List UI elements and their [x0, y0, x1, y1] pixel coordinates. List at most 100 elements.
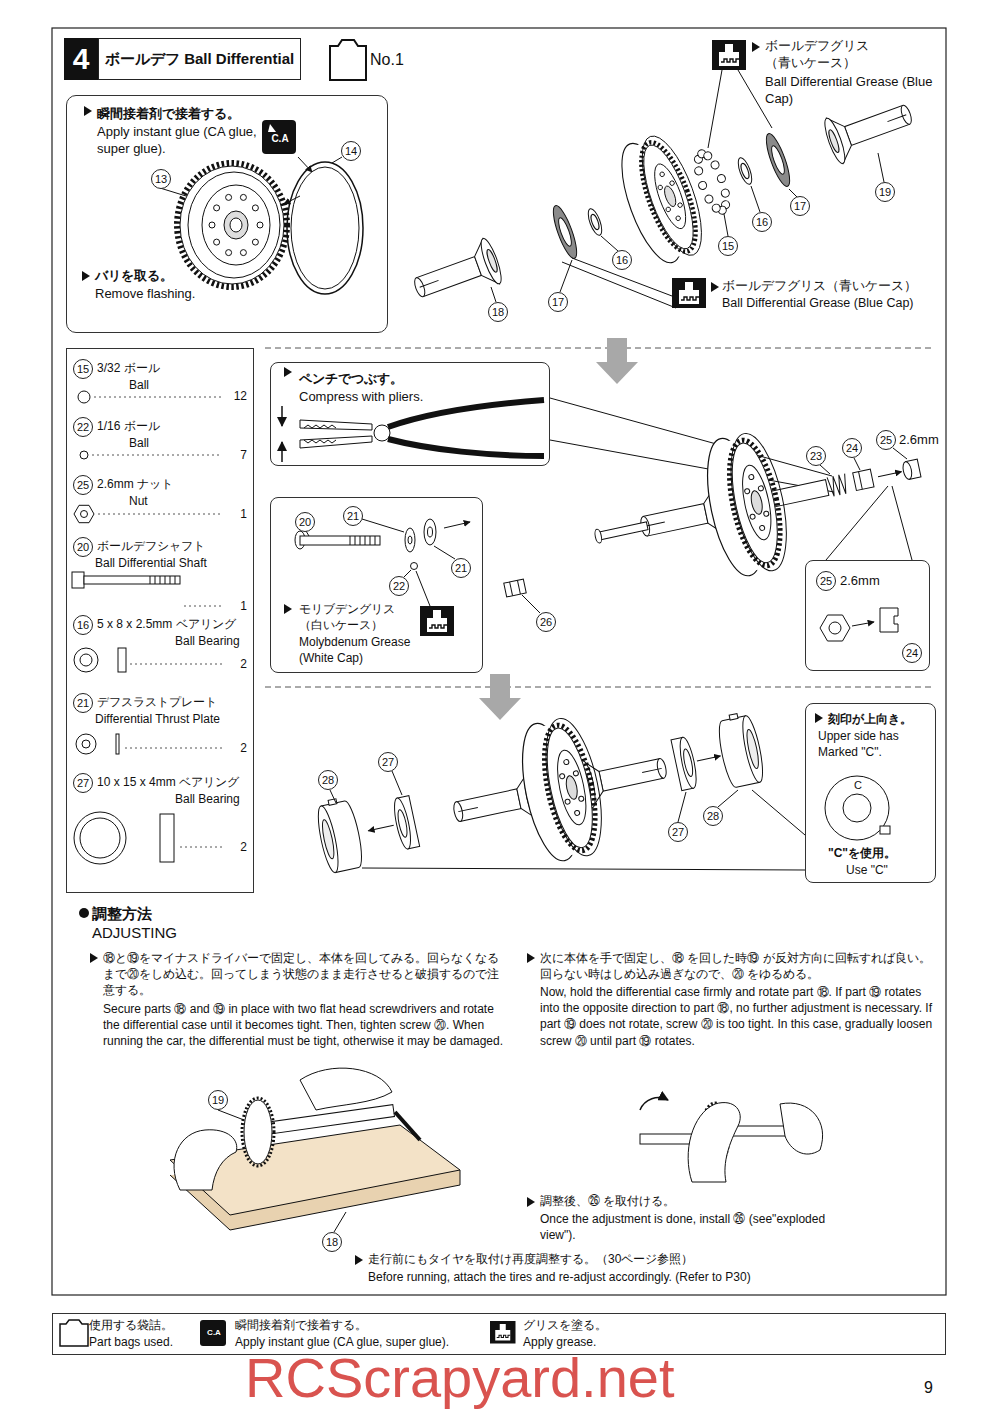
- illustration-part: [815, 713, 823, 723]
- illustration-part: [589, 213, 600, 230]
- illustration-part: [762, 131, 794, 188]
- illustration-part: [200, 1320, 226, 1346]
- illustration-part: [52, 28, 946, 1295]
- illustration-part: [739, 162, 750, 179]
- illustration-part: [892, 486, 912, 560]
- illustration-part: [202, 185, 270, 265]
- illustration-part: [240, 194, 246, 200]
- part-name: Ball: [129, 378, 149, 394]
- pliers-illustration: [282, 400, 544, 462]
- callout-number: 24: [902, 643, 922, 663]
- illustration-part: [597, 522, 648, 540]
- illustration-part: [374, 425, 390, 441]
- part-count: 2: [203, 741, 247, 757]
- callout-number: 19: [875, 182, 895, 202]
- illustration-part: [687, 145, 737, 218]
- illustration-part: [252, 239, 258, 245]
- illustration-part: [265, 687, 935, 688]
- part-name: Ball Differential Shaft: [95, 556, 207, 572]
- callout-number: 21: [343, 506, 363, 526]
- illustration-part: [434, 546, 455, 559]
- callout-number: 13: [151, 169, 171, 189]
- illustration-part: [504, 579, 526, 597]
- illustration-part: [697, 429, 797, 581]
- assembled-diff: [504, 429, 924, 597]
- illustration-part: [90, 953, 98, 963]
- illustration-part: [84, 106, 92, 116]
- part-count: 1: [203, 599, 247, 615]
- illustration-part: [300, 420, 372, 430]
- illustration-part: [404, 570, 411, 577]
- illustration-part: [94, 397, 222, 398]
- note-text: 使用する袋詰。: [89, 1318, 173, 1334]
- illustration-part: [720, 188, 730, 198]
- callout-number: 15: [73, 359, 93, 379]
- thrust-illustration: [295, 519, 470, 570]
- illustration-part: [214, 205, 220, 211]
- illustration-part: [177, 163, 287, 287]
- illustration-part: [479, 674, 521, 720]
- illustration-part: [78, 391, 90, 403]
- illustration-part: [80, 818, 120, 858]
- note-text: 瞬間接着剤で接着する。: [235, 1318, 367, 1334]
- illustration-part: [550, 398, 832, 476]
- illustration-part: [424, 519, 436, 545]
- note-text: Remove flashing.: [95, 286, 195, 303]
- detail-box: 252.6mm24: [805, 560, 930, 671]
- callout-number: 18: [488, 302, 508, 322]
- callout-number: 26: [536, 612, 556, 632]
- note-text: Apply grease.: [523, 1335, 596, 1351]
- callout-number: 21: [451, 558, 471, 578]
- part-count: 2: [203, 657, 247, 673]
- illustration-part: [714, 710, 766, 788]
- instruction-text: 次に本体を手で固定し、⑱ を回した時⑲ が反対方向に回転すれば良い。回らない時は…: [540, 950, 935, 982]
- illustration-part: [82, 740, 90, 748]
- note-text: 瞬間接着剤で接着する。: [97, 106, 240, 123]
- illustration-part: [522, 595, 540, 613]
- illustration-part: [265, 348, 935, 349]
- illustration-part: [736, 156, 755, 186]
- illustration-part: [281, 406, 283, 426]
- dimension: 2.6mm: [840, 573, 880, 590]
- illustration-part: [313, 796, 365, 874]
- instruction-text: Once the adjustment is done, install ㉖ (…: [540, 1212, 840, 1243]
- part-name: Ball Bearing: [175, 634, 240, 650]
- illustration-part: [218, 1110, 244, 1120]
- illustration-part: [736, 156, 755, 186]
- orientation-note: 刻印が上向き。Upper side has Marked "C".C"C"を使用…: [805, 703, 936, 883]
- illustration-part: [368, 825, 393, 830]
- illustration-part: [428, 527, 433, 537]
- illustration-part: [586, 207, 605, 237]
- parts-list: 153/32 ボールBall12221/16 ボールBall7252.6mm ナ…: [66, 348, 254, 893]
- note-text: Molybdenum Grease (White Cap): [299, 635, 419, 666]
- illustration-part: [504, 579, 526, 597]
- note-text: Use "C": [846, 863, 888, 879]
- illustration-part: [180, 847, 222, 848]
- part-count: 12: [203, 389, 247, 405]
- illustration-part: [710, 160, 720, 170]
- callout-number: 20: [295, 512, 315, 532]
- illustration-part: [752, 42, 760, 52]
- illustration-part: [878, 472, 901, 477]
- illustration-part: [300, 536, 380, 545]
- pulley-illustration: [177, 163, 287, 287]
- illustration-part: [708, 70, 722, 148]
- illustration-part: [825, 776, 889, 840]
- illustration-part: [82, 271, 90, 281]
- illustration-part: [304, 440, 336, 443]
- illustration-part: [284, 367, 292, 377]
- illustration-part: [160, 188, 186, 196]
- illustration-part: [160, 814, 174, 862]
- callout-number: 25: [73, 475, 93, 495]
- illustration-part: [408, 536, 412, 544]
- icon-legend-box: 使用する袋詰。Part bags used.C.A瞬間接着剤で接着する。Appl…: [52, 1313, 946, 1355]
- illustration-part: [527, 1197, 535, 1207]
- illustration-part: [125, 748, 222, 749]
- illustration-part: [852, 622, 874, 626]
- illustration-part: [391, 796, 419, 851]
- instruction-text: ⑱と⑲をマイナスドライバーで固定し、本体を回してみる。回らなくなるまで⑳をしめ込…: [103, 950, 503, 999]
- illustration-part: [843, 794, 871, 822]
- illustration-part: [517, 580, 520, 594]
- callout-number: 28: [703, 806, 723, 826]
- illustration-part: [214, 239, 220, 245]
